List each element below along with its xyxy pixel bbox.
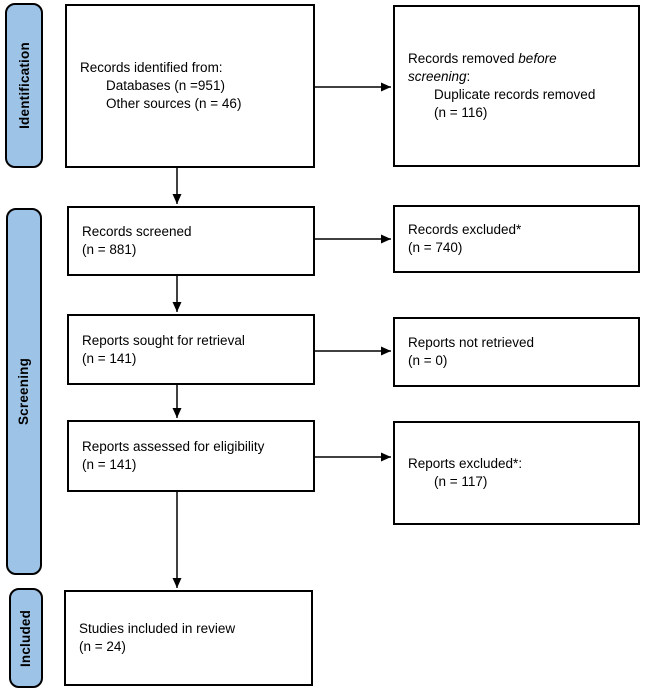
box-records-identified-text: Records identified from:Databases (n =95…	[80, 60, 242, 111]
stage-included-label: Included	[18, 609, 34, 667]
stage-identification: Identification	[5, 3, 43, 168]
box-studies-included-text: Studies included in review(n = 24)	[79, 621, 236, 654]
box-records-screened-text: Records screened(n = 881)	[82, 224, 192, 257]
stage-included: Included	[9, 588, 43, 688]
box-reports-not-retrieved: Reports not retrieved(n = 0)	[393, 317, 640, 387]
box-reports-excluded-text: Reports excluded*:(n = 117)	[408, 456, 523, 489]
stage-screening-label: Screening	[16, 357, 32, 426]
box-records-excluded-text: Records excluded*(n = 740)	[408, 222, 522, 255]
box-reports-assessed-text: Reports assessed for eligibility(n = 141…	[82, 439, 265, 472]
box-reports-sought: Reports sought for retrieval(n = 141)	[67, 314, 315, 385]
stage-identification-label: Identification	[16, 42, 32, 129]
box-reports-not-retrieved-text: Reports not retrieved(n = 0)	[408, 335, 535, 368]
box-reports-sought-text: Reports sought for retrieval(n = 141)	[82, 332, 245, 366]
stage-screening: Screening	[6, 208, 42, 575]
box-records-screened: Records screened(n = 881)	[67, 206, 315, 276]
box-records-excluded: Records excluded*(n = 740)	[393, 205, 640, 273]
box-reports-assessed: Reports assessed for eligibility(n = 141…	[67, 420, 315, 492]
box-reports-excluded: Reports excluded*:(n = 117)	[393, 421, 640, 525]
box-studies-included: Studies included in review(n = 24)	[64, 590, 313, 686]
box-records-identified: Records identified from:Databases (n =95…	[65, 4, 315, 168]
